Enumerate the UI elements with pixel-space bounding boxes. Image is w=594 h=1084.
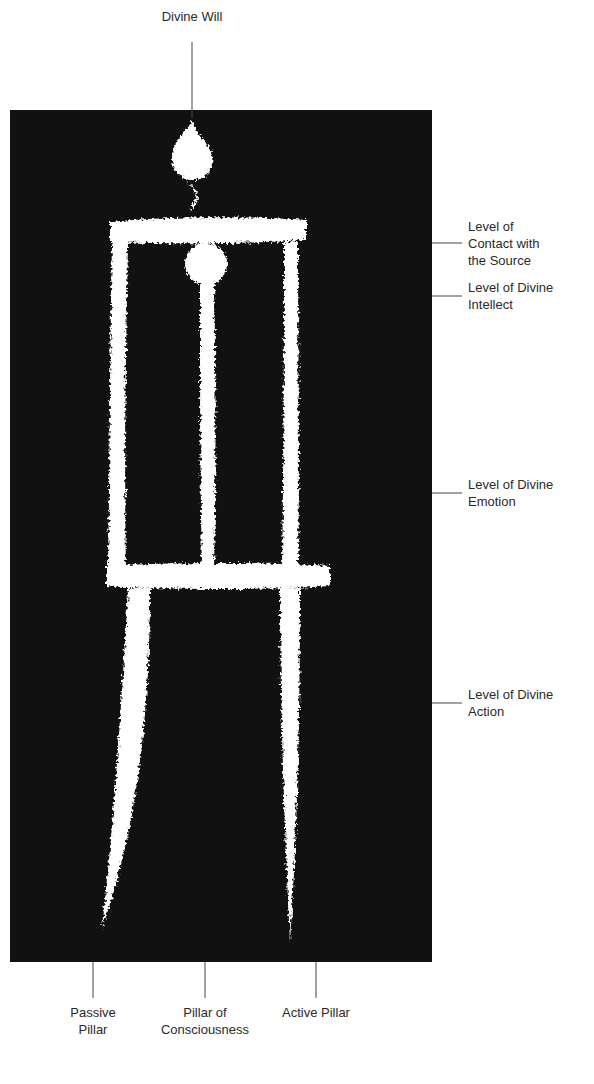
pillar-label: Passive Pillar [58, 1004, 128, 1038]
leader-lines [93, 42, 462, 998]
pillar-label: Pillar of Consciousness [160, 1004, 250, 1038]
black-panel [10, 110, 432, 962]
level-label: Level of Divine Emotion [468, 476, 576, 510]
level-label: Level of Contact with the Source [468, 218, 560, 269]
pillar-label: Active Pillar [281, 1004, 351, 1021]
level-label: Level of Divine Intellect [468, 279, 576, 313]
level-label: Level of Divine Action [468, 686, 576, 720]
pillar-label: Divine Will [157, 8, 227, 25]
letter-strokes [102, 120, 330, 942]
